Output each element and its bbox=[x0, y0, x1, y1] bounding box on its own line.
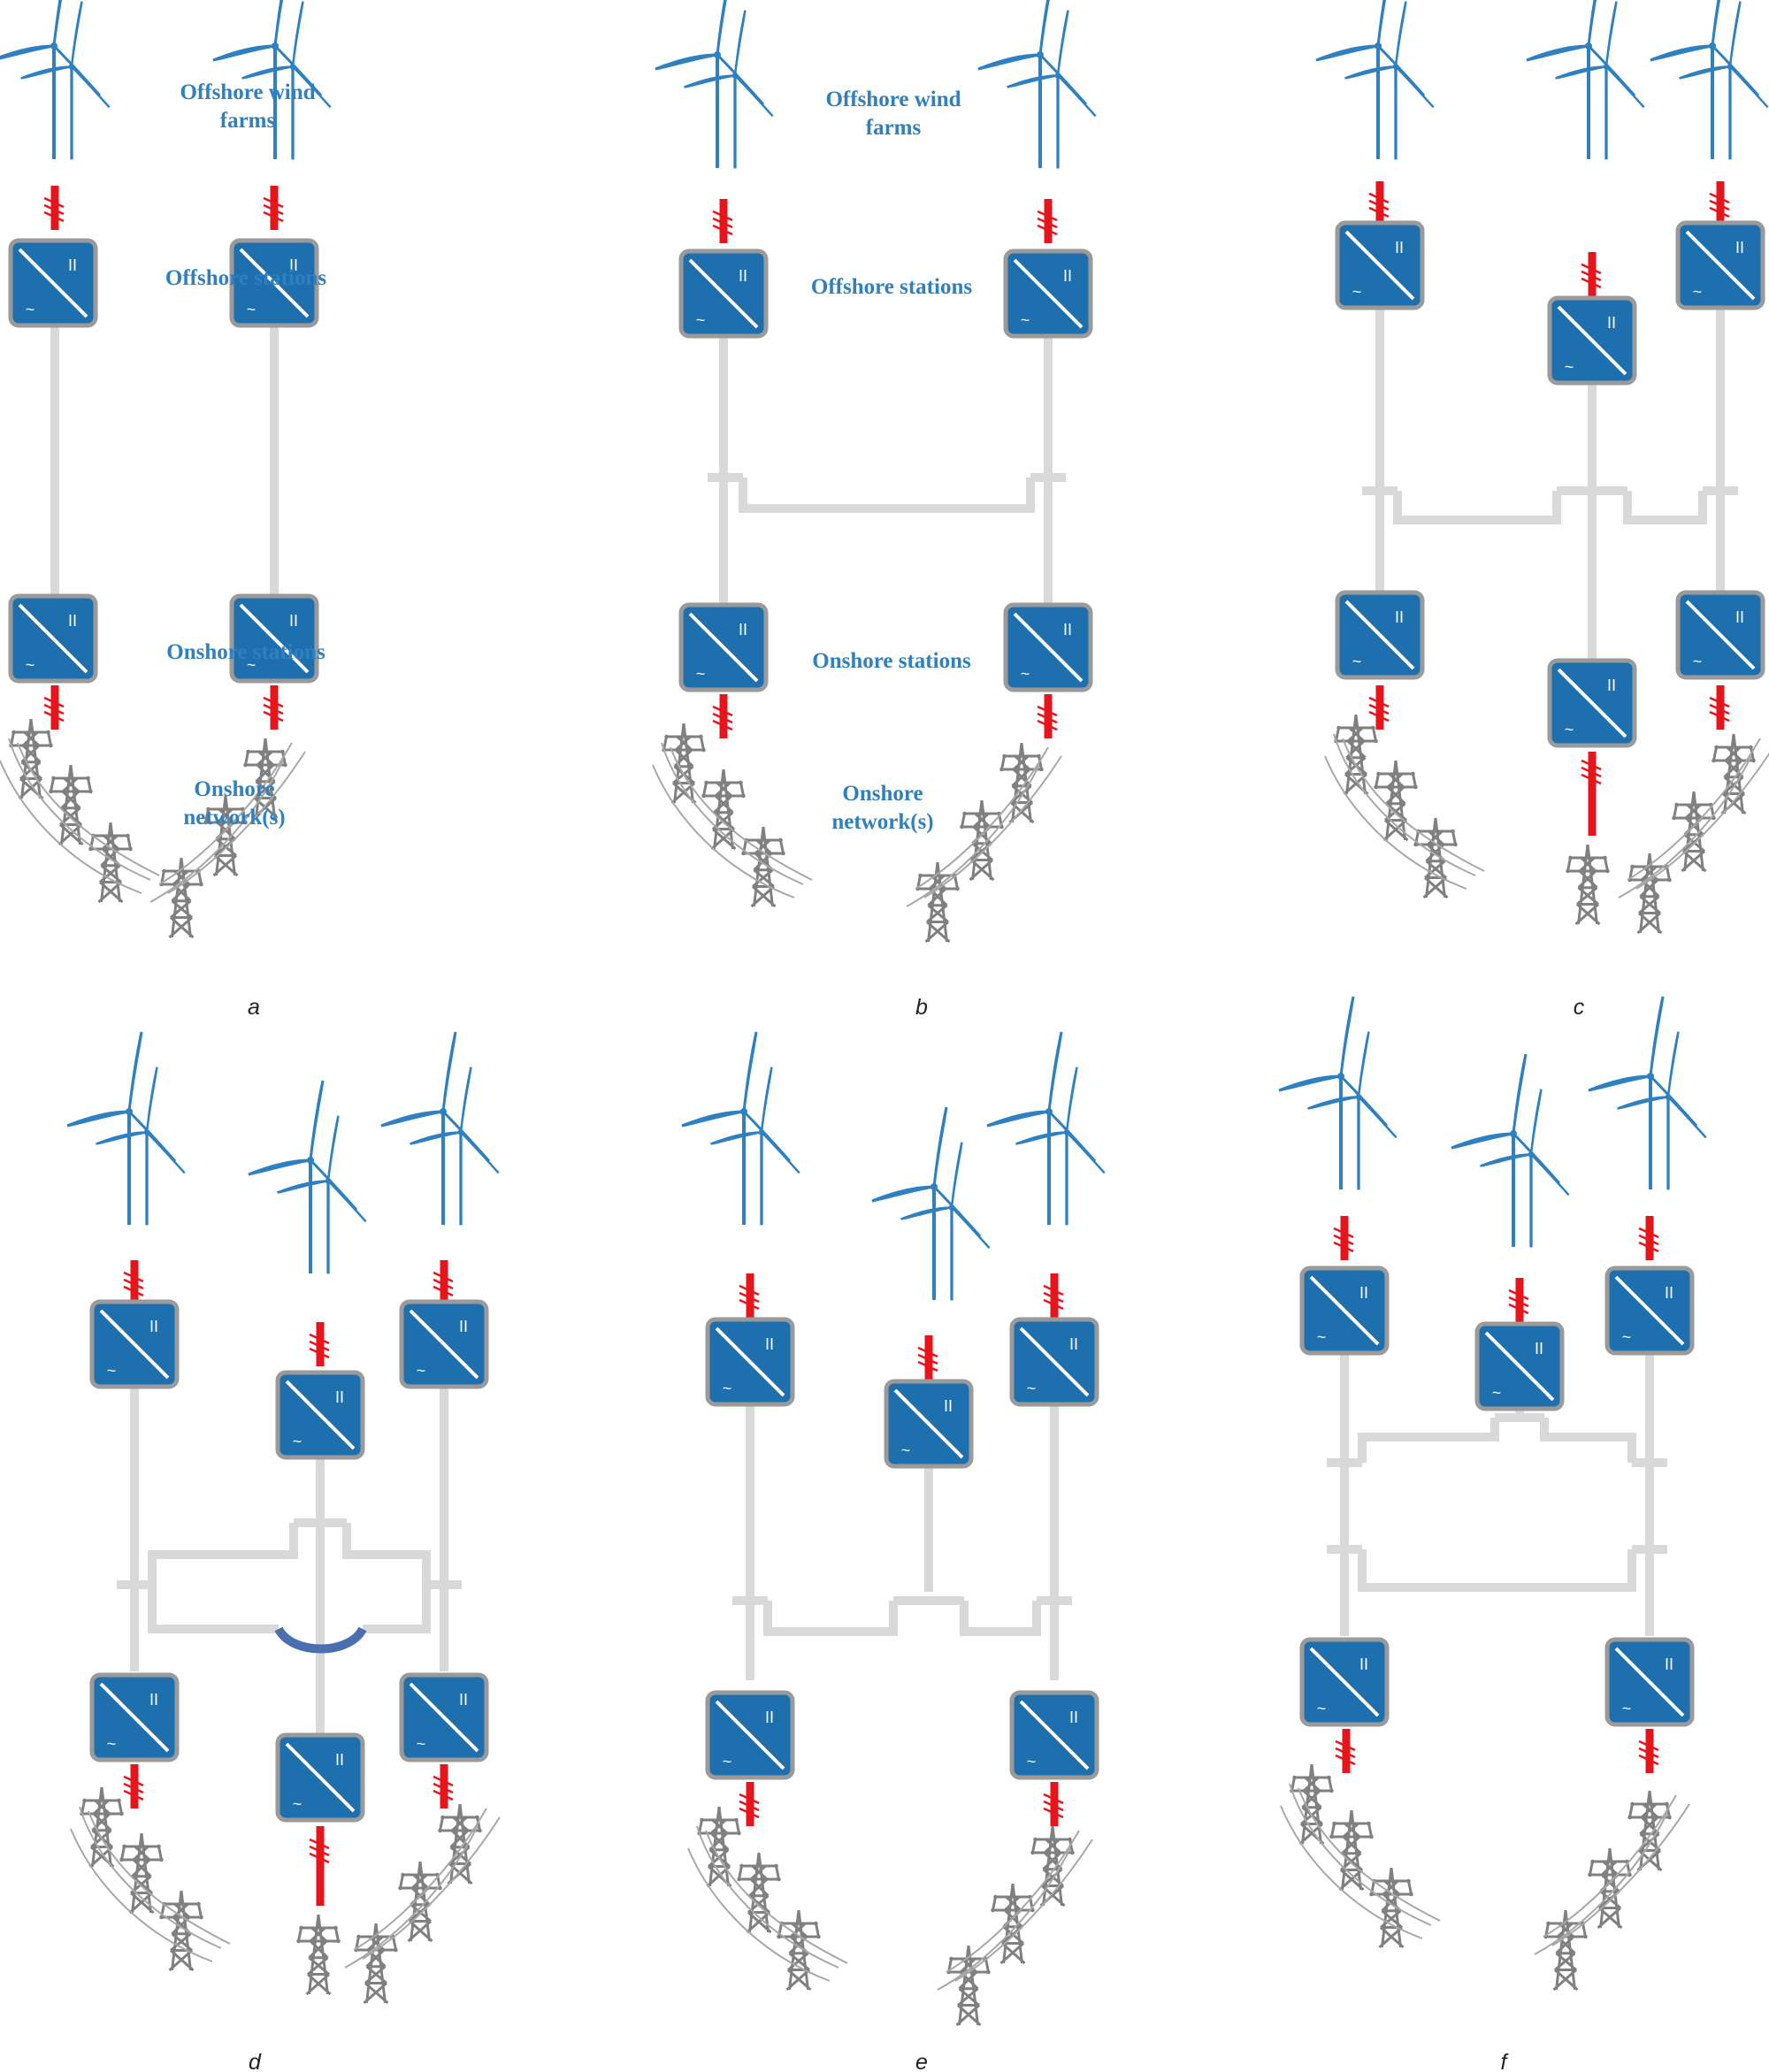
label-offshore-wind-farms-2: farms bbox=[866, 116, 922, 140]
label-onshore-network-2: network(s) bbox=[831, 810, 933, 834]
label-onshore-stations: Onshore stations bbox=[166, 640, 325, 664]
label-offshore-stations: Offshore stations bbox=[165, 266, 326, 290]
label-onshore-network-1: Onshore bbox=[842, 782, 923, 806]
crossover-link bbox=[274, 1626, 367, 1654]
caption-a: a bbox=[248, 995, 260, 1020]
panel-c: c bbox=[1316, 0, 1769, 1020]
label-onshore-stations: Onshore stations bbox=[812, 649, 971, 673]
label-offshore-wind-farms-1: Offshore wind bbox=[180, 80, 315, 104]
label-offshore-wind-farms-2: farms bbox=[220, 109, 276, 133]
panel-f: f bbox=[1279, 997, 1706, 2072]
label-onshore-network-1: Onshore bbox=[194, 777, 274, 801]
caption-e: e bbox=[915, 2050, 928, 2072]
caption-b: b bbox=[915, 995, 928, 1020]
panel-a: Offshore wind farms Offshore stations On… bbox=[0, 0, 331, 1020]
label-onshore-network-2: network(s) bbox=[183, 806, 285, 830]
label-offshore-stations: Offshore stations bbox=[811, 275, 972, 299]
label-offshore-wind-farms-1: Offshore wind bbox=[825, 88, 961, 111]
panel-e: e bbox=[682, 1032, 1105, 2072]
caption-d: d bbox=[249, 2050, 262, 2072]
caption-f: f bbox=[1501, 2050, 1510, 2072]
caption-c: c bbox=[1574, 995, 1585, 1020]
panel-b: Offshore wind farms Offshore stations On… bbox=[653, 0, 1096, 1020]
panel-d: d bbox=[67, 1032, 500, 2072]
